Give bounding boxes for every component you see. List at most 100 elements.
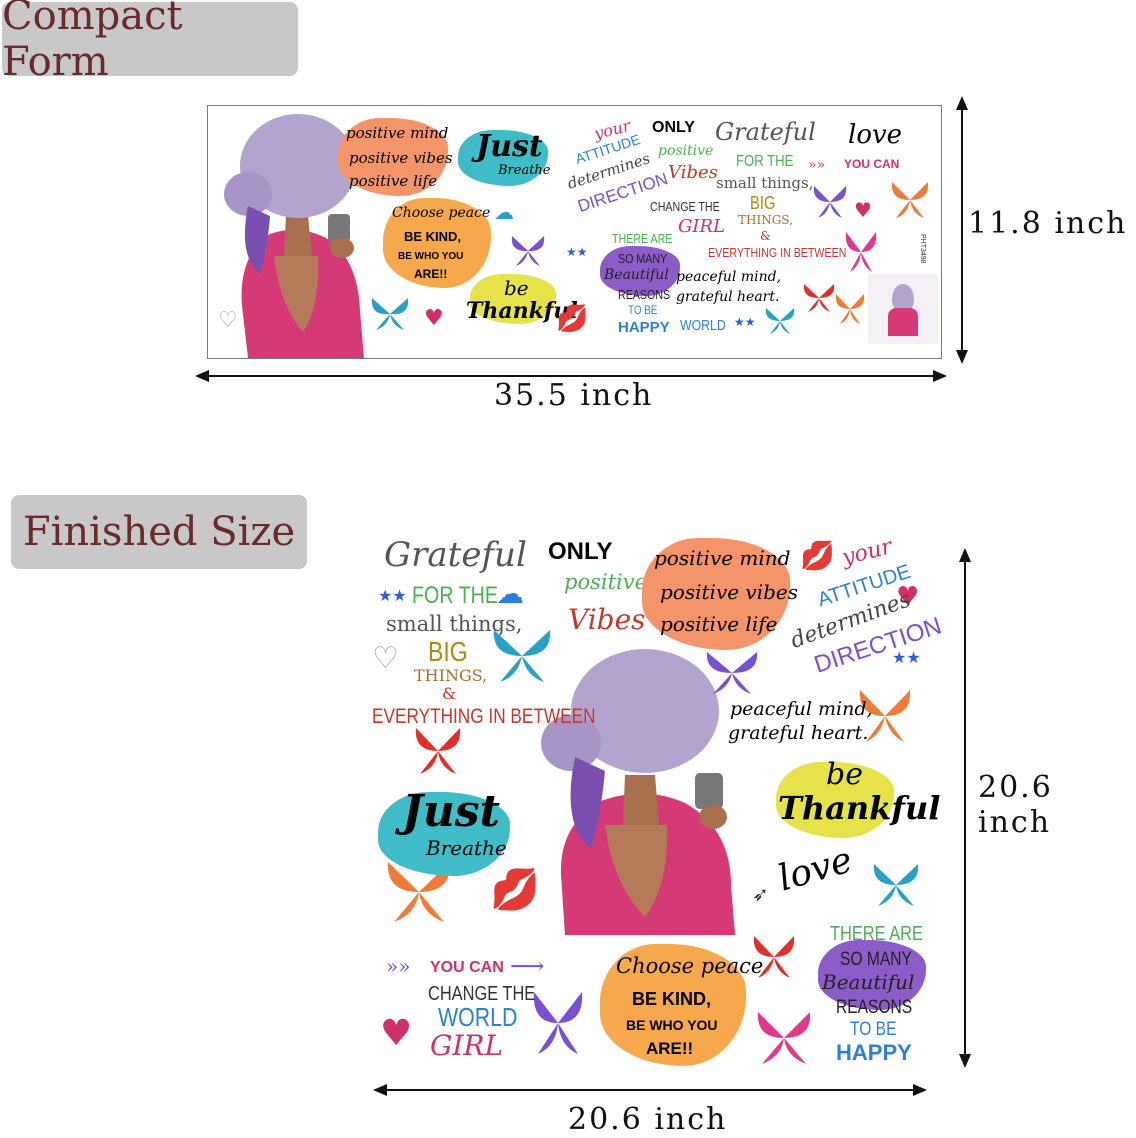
arrow-icon: ⟶: [510, 952, 545, 980]
compact-choose-peace: Choose peace: [392, 205, 491, 221]
compact-positive-life: positive life: [349, 172, 438, 190]
star-icon: ★★: [566, 245, 588, 259]
compact-change-the: CHANGE THE: [650, 199, 720, 214]
there-are-blob: [818, 940, 926, 1010]
finished-everything: EVERYTHING IN BETWEEN: [372, 705, 596, 728]
compact-height-label: 11.8 inch: [968, 206, 1128, 241]
butterfly-icon: [891, 182, 929, 218]
heart-outline-icon: ♡: [372, 641, 399, 676]
finished-thankful: Thankful: [778, 789, 941, 827]
compact-height-arrow: [956, 96, 968, 364]
arrow-icon: ➶: [752, 882, 769, 906]
compact-width-arrow: [195, 370, 947, 382]
finished-positive-mind: positive mind: [654, 546, 791, 570]
finished-only: ONLY: [548, 538, 613, 565]
compact-breathe: Breathe: [498, 163, 551, 178]
butterfly-icon: [873, 864, 919, 906]
butterfly-icon: [845, 232, 877, 272]
finished-positive-vibes: positive vibes: [660, 580, 799, 604]
heart-outline-icon: ♡: [218, 308, 238, 333]
finished-amp: &: [442, 684, 457, 703]
arrow-icon: »»: [386, 954, 411, 978]
compact-you-can: YOU CAN: [844, 157, 900, 171]
finished-choose-peace: Choose peace: [616, 954, 764, 978]
finished-grateful: Grateful: [384, 535, 527, 575]
butterfly-icon: [757, 1012, 811, 1064]
heart-icon: ♥: [424, 306, 444, 331]
finished-peaceful-mind: peaceful mind,: [730, 698, 873, 720]
compact-so-many: SO MANY: [618, 251, 668, 266]
butterfly-icon: [813, 186, 847, 218]
compact-love: love: [848, 120, 903, 150]
finished-grateful-heart: grateful heart.: [728, 722, 869, 744]
there-are-blob: [600, 246, 680, 296]
compact-be-kind: BE KIND,: [404, 229, 462, 244]
heart-icon: ♥: [854, 198, 872, 222]
finished-be-kind: BE KIND,: [632, 989, 712, 1009]
compact-happy: HAPPY: [618, 319, 670, 336]
star-icon: ★★: [734, 315, 756, 329]
butterfly-icon: [415, 728, 461, 774]
finished-vibes: Vibes: [568, 603, 646, 636]
compact-grateful-heart: grateful heart.: [676, 289, 780, 305]
butterfly-icon: [803, 284, 835, 312]
compact-there-are: THERE ARE: [612, 231, 673, 246]
finished-positive-life: positive life: [660, 612, 778, 636]
just-breathe-blob: [458, 130, 548, 186]
finished-girl: GIRL: [430, 1029, 504, 1062]
compact-things: THINGS,: [738, 213, 793, 227]
butterfly-icon: [835, 294, 865, 324]
compact-be-who-you: BE WHO YOU: [398, 251, 464, 262]
finished-are: ARE!!: [646, 1039, 694, 1058]
finished-width-arrow: [373, 1084, 927, 1096]
just-breathe-blob: [378, 792, 510, 876]
finished-positive: positive: [564, 570, 648, 594]
compact-positive-vibes: positive vibes: [349, 149, 453, 167]
butterfly-icon: [387, 862, 451, 922]
choose-peace-blob: [600, 944, 746, 1066]
finished-be-who-you: BE WHO YOU: [626, 1017, 718, 1033]
woman-illustration: [224, 114, 364, 358]
choose-peace-blob: [383, 198, 491, 288]
finished-things: THINGS,: [414, 666, 488, 685]
mini-sheet-thumbnail: [868, 274, 938, 344]
finished-beautiful: Beautiful: [822, 970, 915, 994]
finished-layout: Grateful ★★ FOR THE ☁ small things, ♡ BI…: [360, 520, 950, 1080]
butterfly-icon: [765, 308, 795, 334]
compact-only: ONLY: [652, 119, 695, 136]
butterfly-icon: [511, 236, 545, 266]
arrow-icon: »»: [808, 157, 826, 173]
positive-mind-blob: [338, 118, 448, 196]
finished-small-things: small things,: [386, 612, 523, 636]
butterfly-icon: [493, 630, 551, 682]
compact-small-things: small things,: [716, 174, 814, 192]
finished-just: Just: [402, 786, 500, 837]
be-thankful-blob: [470, 274, 556, 324]
finished-happy: HAPPY: [836, 1040, 912, 1065]
compact-peaceful-mind: peaceful mind,: [676, 269, 782, 285]
compact-beautiful: Beautiful: [604, 267, 669, 283]
compact-world: WORLD: [680, 317, 726, 334]
positive-mind-blob: [642, 538, 790, 650]
butterfly-icon: [533, 992, 583, 1054]
finished-size-label: Finished Size: [11, 495, 307, 569]
compact-to-be: TO BE: [628, 303, 658, 317]
be-thankful-blob: [776, 762, 894, 838]
compact-form-label: Compact Form: [2, 0, 298, 85]
finished-world: WORLD: [438, 1002, 518, 1032]
finished-so-many: SO MANY: [840, 949, 912, 970]
finished-there-are: THERE ARE: [830, 923, 923, 945]
product-code: PHT3498: [919, 234, 926, 264]
lips-icon: 💋: [800, 539, 835, 572]
compact-for-the: FOR THE: [736, 153, 794, 170]
compact-grateful: Grateful: [715, 118, 816, 146]
finished-reasons: REASONS: [836, 997, 913, 1018]
butterfly-icon: [859, 690, 911, 742]
finished-big: BIG: [428, 636, 468, 667]
compact-thankful: Thankful: [466, 298, 578, 324]
butterfly-icon: [706, 652, 758, 694]
finished-breathe: Breathe: [426, 836, 507, 860]
finished-you-can: YOU CAN: [430, 959, 504, 976]
heart-icon: ♥: [380, 1013, 413, 1054]
finished-be: be: [826, 757, 863, 792]
